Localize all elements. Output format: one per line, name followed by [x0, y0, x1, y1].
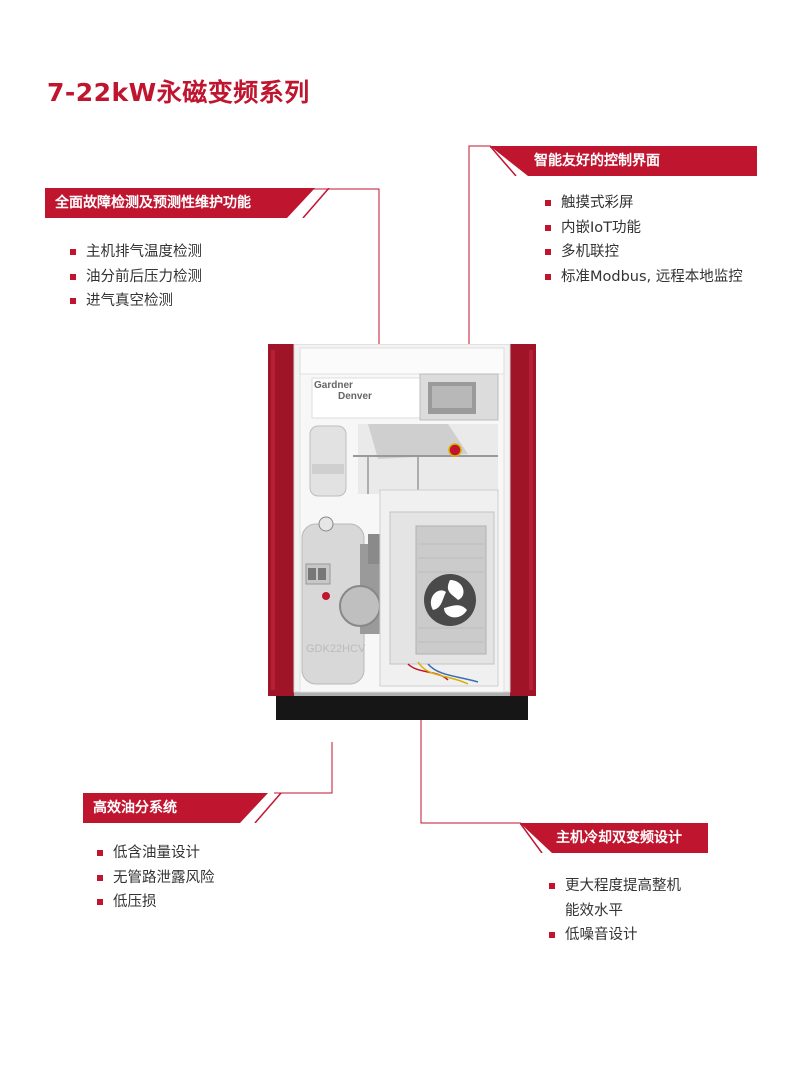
- heading-cooling-label: 主机冷却双变频设计: [556, 830, 682, 846]
- brand-logo-text: Gardner: [314, 380, 353, 391]
- list-item-continuation: 能效水平: [565, 902, 623, 919]
- compressor-illustration: Gardner Denver GDK22HCV: [268, 343, 536, 720]
- list-monitoring: 主机排气温度检测 油分前后压力检测 进气真空检测: [70, 240, 202, 314]
- list-oil: 低含油量设计 无管路泄露风险 低压损: [97, 841, 215, 915]
- list-item: 内嵌IoT功能: [545, 216, 743, 241]
- list-item: 多机联控: [545, 240, 743, 265]
- heading-cooling: 主机冷却双变频设计: [520, 823, 708, 853]
- list-item: 更大程度提高整机: [549, 874, 681, 899]
- model-label: GDK22HCV: [306, 643, 366, 655]
- list-item: 低压损: [97, 890, 215, 915]
- list-item: 无管路泄露风险: [97, 866, 215, 891]
- leader-line-oil: [274, 742, 333, 794]
- svg-text:Denver: Denver: [338, 391, 372, 402]
- list-item: 标准Modbus, 远程本地监控: [545, 265, 743, 290]
- heading-control-label: 智能友好的控制界面: [534, 153, 660, 169]
- page-title: 7-22kW永磁变频系列: [47, 78, 310, 107]
- list-item: 进气真空检测: [70, 289, 202, 314]
- list-control: 触摸式彩屏 内嵌IoT功能 多机联控 标准Modbus, 远程本地监控: [545, 191, 743, 289]
- heading-monitoring: 全面故障检测及预测性维护功能: [45, 188, 330, 218]
- fan-logo-icon: [424, 574, 476, 626]
- heading-monitoring-label: 全面故障检测及预测性维护功能: [55, 195, 251, 211]
- list-item: 油分前后压力检测: [70, 265, 202, 290]
- list-item: 主机排气温度检测: [70, 240, 202, 265]
- list-item: 低含油量设计: [97, 841, 215, 866]
- list-item: 触摸式彩屏: [545, 191, 743, 216]
- heading-control: 智能友好的控制界面: [490, 146, 757, 176]
- list-cooling: 更大程度提高整机 能效水平 低噪音设计: [549, 874, 681, 948]
- list-item: 低噪音设计: [549, 923, 681, 948]
- heading-oil: 高效油分系统: [83, 793, 282, 823]
- leader-line-control: [468, 145, 491, 375]
- heading-oil-label: 高效油分系统: [93, 800, 177, 816]
- machine-base: [276, 694, 528, 720]
